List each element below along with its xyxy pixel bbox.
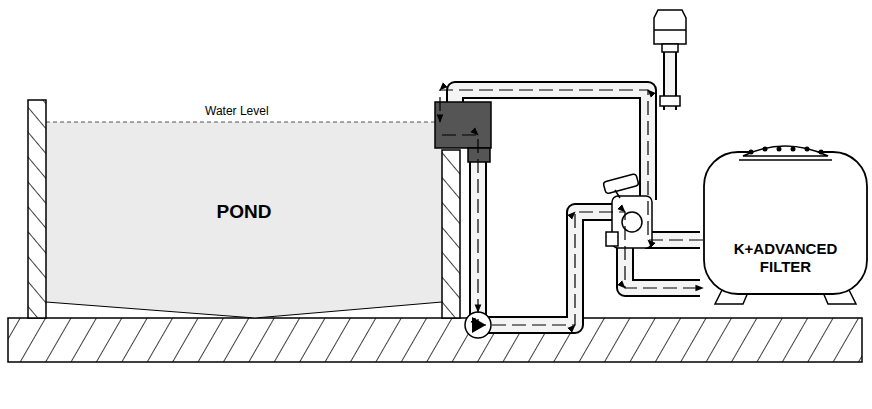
pond-wall [442,150,460,318]
filter-label: K+ADVANCED FILTER [727,240,845,276]
pipework [455,40,700,325]
pond-region: POND [46,122,442,302]
air-release-valve [654,10,686,106]
pond-wall [28,100,46,318]
water-level-line [46,122,442,123]
ground [8,318,862,362]
flow-arrow [440,90,703,240]
pond-label: POND [217,201,272,224]
flow-arrow [442,135,703,325]
multiport-valve [603,174,652,248]
pond-floor [46,302,442,318]
water-level-label: Water Level [203,104,271,118]
filter-outline [703,138,868,308]
skimmer-neck [468,148,490,162]
skimmer-box [435,102,491,148]
water [46,122,442,318]
filter-vessel: K+ADVANCED FILTER [703,138,868,308]
